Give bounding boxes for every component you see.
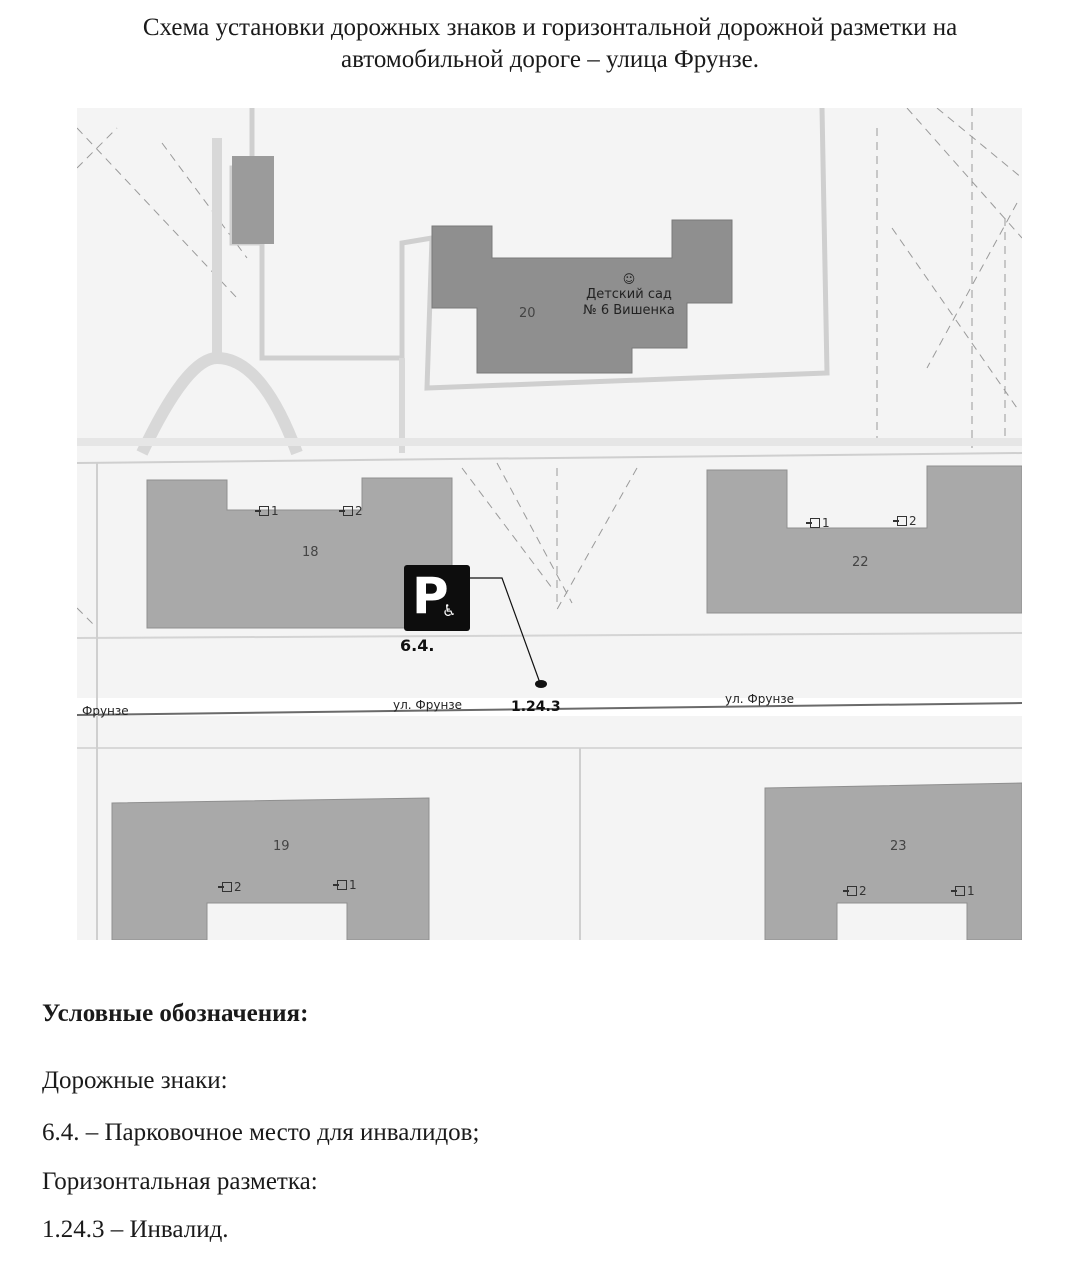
entrance-icon (843, 886, 857, 896)
legend-marking-item: 1.24.3 – Инвалид. (42, 1216, 229, 1243)
building-19-entrance-2: 2 (218, 880, 242, 894)
street-label-2: ул. Фрунзе (393, 698, 463, 712)
road-centerline (77, 702, 1022, 716)
kindergarten-icon: ☺ (622, 272, 636, 286)
building-22-entrance-2: 2 (893, 514, 917, 528)
entrance-icon (255, 506, 269, 516)
building-18-number: 18 (302, 545, 319, 560)
building-19-entrance-1: 1 (333, 878, 357, 892)
legend-signs-heading: Дорожные знаки: (42, 1067, 228, 1094)
entrance-icon (893, 516, 907, 526)
kindergarten-name-2: № 6 Вишенка (583, 303, 675, 318)
building-22 (706, 465, 1022, 614)
shed (232, 156, 274, 244)
building-23-number: 23 (890, 839, 907, 854)
title-line-1: Схема установки дорожных знаков и горизо… (142, 14, 958, 41)
parcel-boundaries (77, 108, 1022, 629)
kindergarten-name-1: Детский сад (586, 287, 672, 302)
building-18-entrance-2: 2 (339, 504, 363, 518)
map-drawing (77, 108, 1022, 940)
sidewalk-north (77, 438, 1022, 446)
legend-heading: Условные обозначения: (42, 1000, 309, 1027)
marking-point (535, 680, 547, 688)
document-title: Схема установки дорожных знаков и горизо… (0, 12, 1077, 76)
parking-letter: P (412, 567, 449, 625)
kindergarten-number: 20 (519, 306, 536, 321)
legend-marking-heading: Горизонтальная разметка: (42, 1168, 318, 1195)
street-label-3: ул. Фрунзе (725, 692, 795, 706)
street-label-1: Фрунзе (82, 704, 129, 718)
title-line-2: автомобильной дороге – улица Фрунзе. (341, 46, 759, 73)
building-18 (146, 477, 453, 629)
entrance-icon (951, 886, 965, 896)
kindergarten-building (431, 219, 733, 374)
entrance-icon (339, 506, 353, 516)
kindergarten-label: ☺ Детский сад № 6 Вишенка (574, 271, 684, 319)
marking-caption: 1.24.3 (511, 699, 561, 715)
sign-caption: 6.4. (400, 636, 435, 655)
sign-leader-line (470, 577, 541, 684)
entrance-icon (333, 880, 347, 890)
parking-edge (77, 632, 1022, 639)
building-22-entrance-1: 1 (806, 516, 830, 530)
disabled-parking-sign: P ♿ (404, 565, 470, 631)
road-scheme-map: ☺ Детский сад № 6 Вишенка 20 18 1 2 22 1… (77, 108, 1022, 940)
wheelchair-icon: ♿ (442, 601, 457, 620)
building-23-entrance-2: 2 (843, 884, 867, 898)
road-edge-north (77, 452, 1022, 464)
building-23-entrance-1: 1 (951, 884, 975, 898)
building-22-number: 22 (852, 555, 869, 570)
building-23 (764, 782, 1022, 940)
entrance-icon (806, 518, 820, 528)
entrance-icon (218, 882, 232, 892)
legend-sign-item: 6.4. – Парковочное место для инвалидов; (42, 1119, 480, 1146)
building-19-number: 19 (273, 839, 290, 854)
building-19 (111, 797, 430, 940)
building-18-entrance-1: 1 (255, 504, 279, 518)
